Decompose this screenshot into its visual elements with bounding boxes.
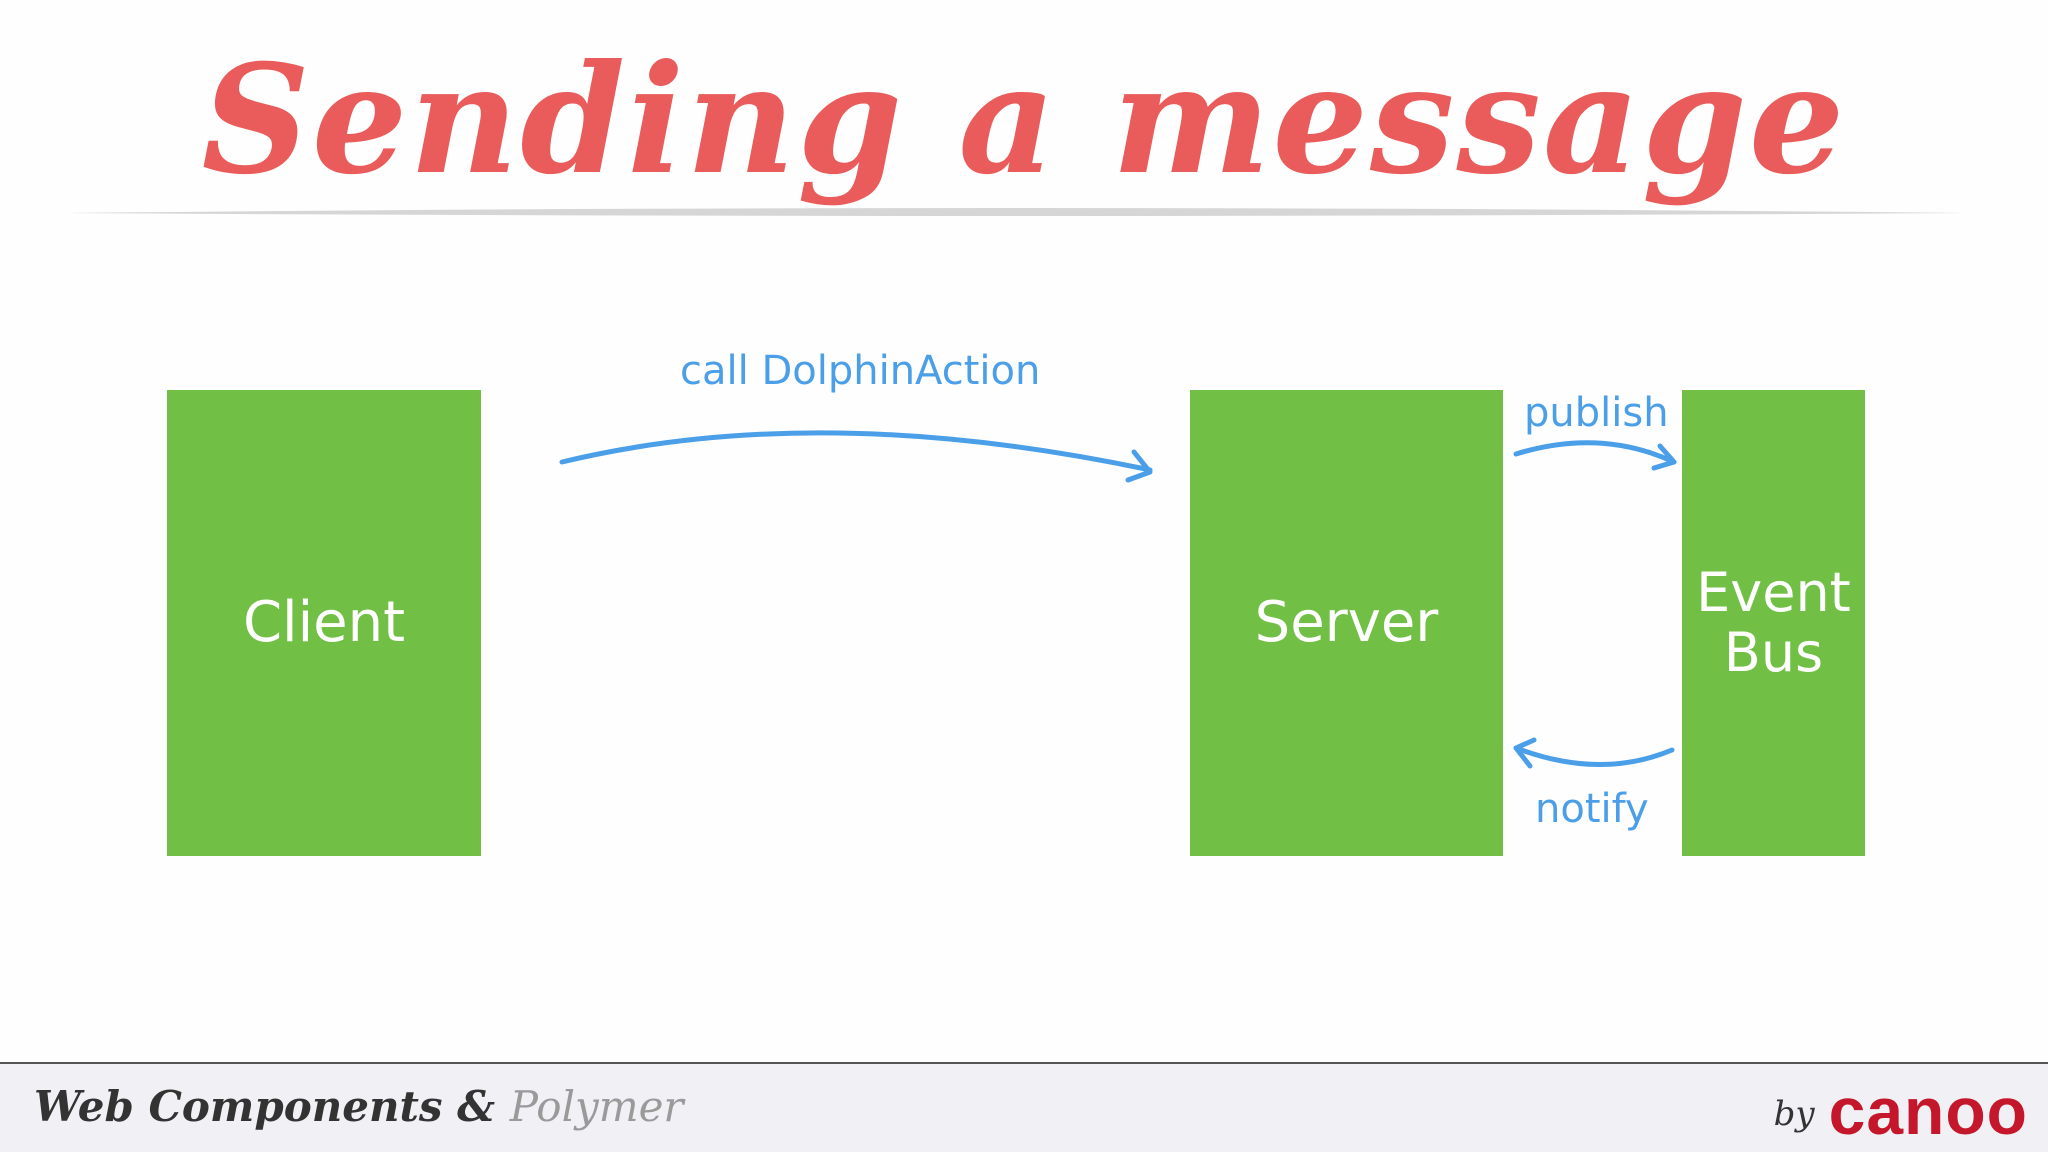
event-bus-label: Event Bus [1696,563,1851,683]
notify-arrowhead [1513,737,1537,769]
footer-brand-group: by canoo [1774,1074,2028,1144]
arrows-layer [559,430,1677,769]
footer: Web Components & Polymer by canoo [0,1062,2048,1152]
call-arrowhead [1125,449,1153,483]
event-bus-label-line1: Event [1696,561,1851,624]
footer-title-polymer: Polymer [509,1082,684,1131]
slide-title: Sending a message [201,32,1847,208]
publish-label: publish [1524,390,1669,436]
footer-by: by [1773,1094,1815,1134]
server-box: Server [1190,390,1503,856]
publish-arrowhead [1651,443,1677,471]
slide: Sending a message Client Server Event Bu… [66,32,1966,856]
brand-logo: canoo [1828,1074,2028,1148]
server-label: Server [1254,590,1439,655]
publish-arrow [1513,440,1677,465]
title-underline [66,208,1966,216]
event-bus-box: Event Bus [1682,390,1865,856]
client-box: Client [167,390,481,856]
footer-title: Web Components & Polymer [34,1082,684,1131]
client-label: Client [242,590,406,655]
notify-arrow [1513,745,1675,767]
notify-label: notify [1535,786,1649,832]
event-bus-label-line2: Bus [1723,621,1824,684]
call-dolphin-action-label: call DolphinAction [680,348,1041,394]
footer-title-main: Web Components & [34,1082,510,1131]
call-arrow [559,430,1153,473]
